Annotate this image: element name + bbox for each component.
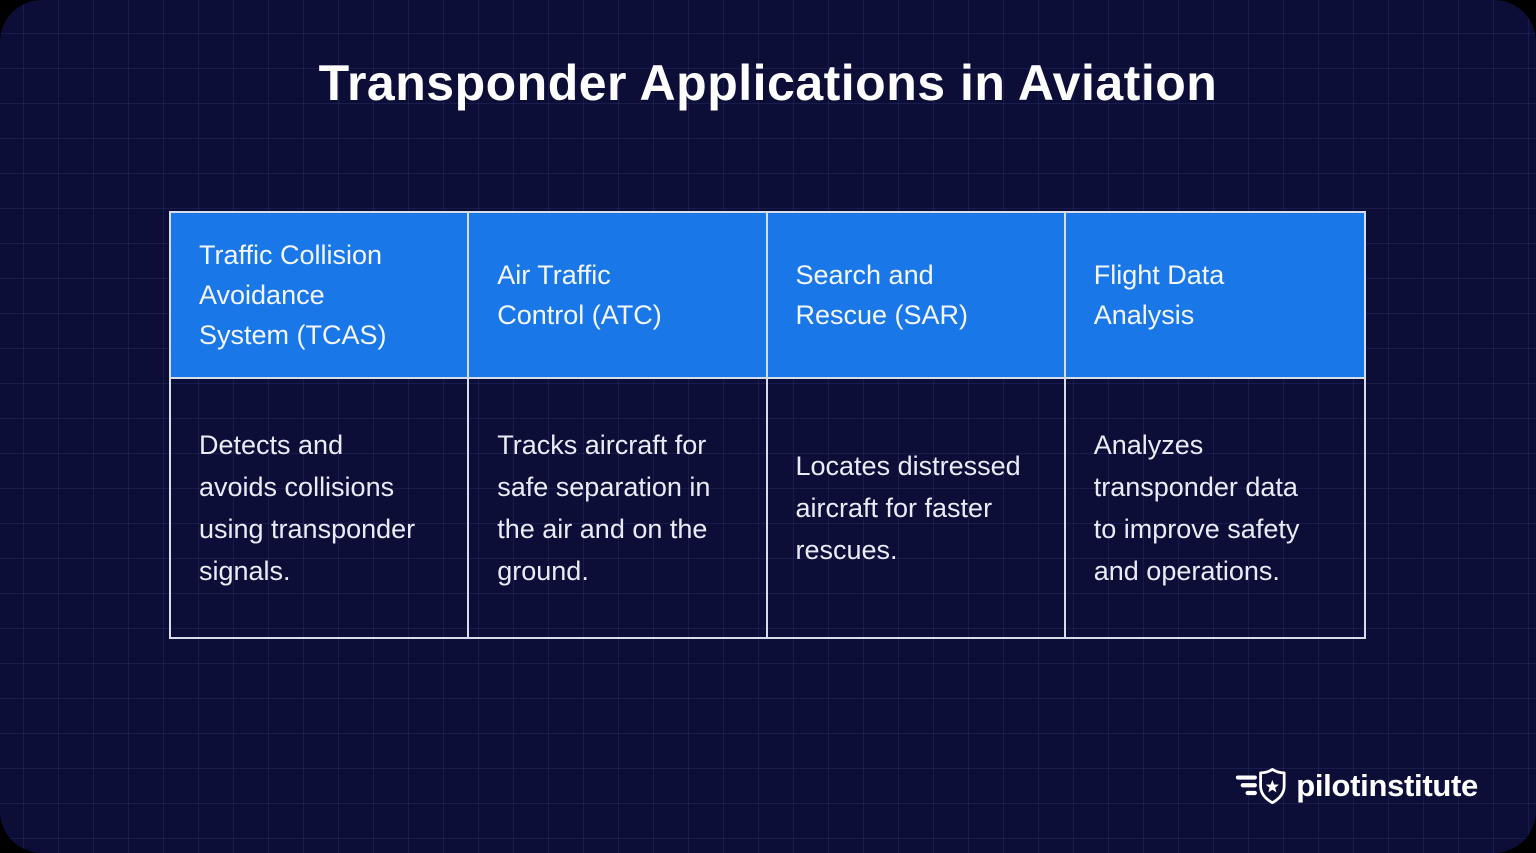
column-header-sar: Search and Rescue (SAR)	[767, 213, 1064, 379]
column-header-atc: Air Traffic Control (ATC)	[469, 213, 766, 379]
column-body-sar: Locates distressed aircraft for faster r…	[795, 451, 1021, 565]
table-column-flight-data: Flight Data Analysis Analyzes transponde…	[1065, 213, 1364, 637]
logo-wordmark: pilotinstitute	[1296, 768, 1478, 803]
page-title: Transponder Applications in Aviation	[318, 55, 1218, 111]
table-column-sar: Search and Rescue (SAR) Locates distress…	[767, 213, 1066, 637]
pilot-institute-logo: pilotinstitute	[1235, 766, 1478, 806]
column-body-atc: Tracks aircraft for safe separation in t…	[497, 430, 711, 586]
column-body-tcas: Detects and avoids collisions using tran…	[199, 430, 416, 586]
column-header-tcas: Traffic Collision Avoidance System (TCAS…	[171, 213, 468, 379]
table-column-tcas: Traffic Collision Avoidance System (TCAS…	[171, 213, 470, 637]
winged-shield-star-icon	[1236, 767, 1286, 805]
column-header-flight-data: Flight Data Analysis	[1065, 213, 1364, 379]
column-body-flight-data: Analyzes transponder data to improve saf…	[1093, 430, 1300, 586]
table-column-atc: Air Traffic Control (ATC) Tracks aircraf…	[469, 213, 768, 637]
applications-table: Traffic Collision Avoidance System (TCAS…	[169, 211, 1366, 639]
